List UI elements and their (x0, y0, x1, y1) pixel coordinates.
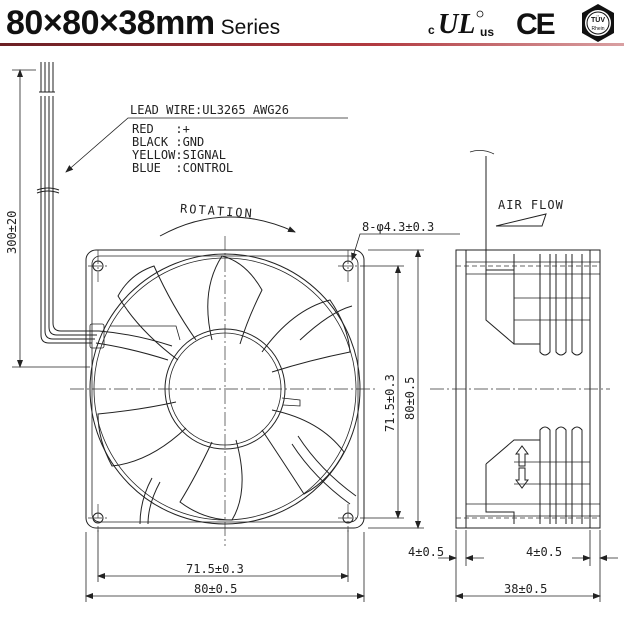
ul-prefix: c (428, 23, 435, 37)
lead-wire-bundle (36, 62, 99, 344)
wire-blue: BLUE :CONTROL (132, 161, 233, 175)
series-label: Series (220, 16, 281, 39)
tuv-top: TÜV (591, 15, 605, 24)
hole-callout: 8-φ4.3±0.3 (351, 220, 460, 261)
height-label: 80±0.5 (403, 377, 417, 420)
rotation-label: ROTATION (180, 202, 255, 221)
model-size: 80×80×38mm (6, 4, 215, 42)
ul-certification-icon: c UL us (428, 9, 494, 40)
lead-wire-length-dimension: 300±20 (5, 69, 90, 368)
ul-suffix: us (480, 25, 494, 39)
lead-wire-length-label: 300±20 (5, 211, 19, 254)
tuv-bottom: Rhein (591, 26, 604, 32)
hole-pitch-vertical-label: 71.5±0.3 (383, 374, 397, 432)
vertical-dimensions: 71.5±0.3 80±0.5 (360, 249, 424, 529)
air-flow-label: AIR FLOW (498, 198, 564, 212)
width-label: 80±0.5 (194, 582, 237, 596)
side-view-dimensions: 4±0.5 4±0.5 38±0.5 (408, 530, 618, 602)
fan-dimension-drawing: 300±20 LEAD WIRE:UL3265 AWG26 RED :+ BLA… (5, 62, 618, 602)
horizontal-dimensions-front: 71.5±0.3 80±0.5 (85, 530, 365, 602)
header-rule (0, 43, 624, 46)
rotation-indicator: ROTATION (159, 202, 296, 237)
front-view-centerlines (70, 236, 375, 546)
flange-right-label: 4±0.5 (526, 545, 562, 559)
hole-pitch-horizontal-label: 71.5±0.3 (186, 562, 244, 576)
ul-mark: UL (438, 9, 475, 40)
lead-wire-spec: LEAD WIRE:UL3265 AWG26 RED :+ BLACK :GND… (65, 103, 348, 175)
flange-left-label: 4±0.5 (408, 545, 444, 559)
lead-wire-title: LEAD WIRE:UL3265 AWG26 (130, 103, 289, 117)
hole-spec-label: 8-φ4.3±0.3 (362, 220, 434, 234)
depth-label: 38±0.5 (504, 582, 547, 596)
wire-black: BLACK :GND (132, 135, 204, 149)
tuv-certification-icon: TÜV Rhein (582, 4, 614, 42)
fan-side-view: AIR FLOW (455, 150, 601, 529)
wire-red: RED :+ (132, 122, 190, 136)
ce-certification-icon: CE (516, 8, 556, 41)
wire-yellow: YELLOW:SIGNAL (132, 148, 226, 162)
